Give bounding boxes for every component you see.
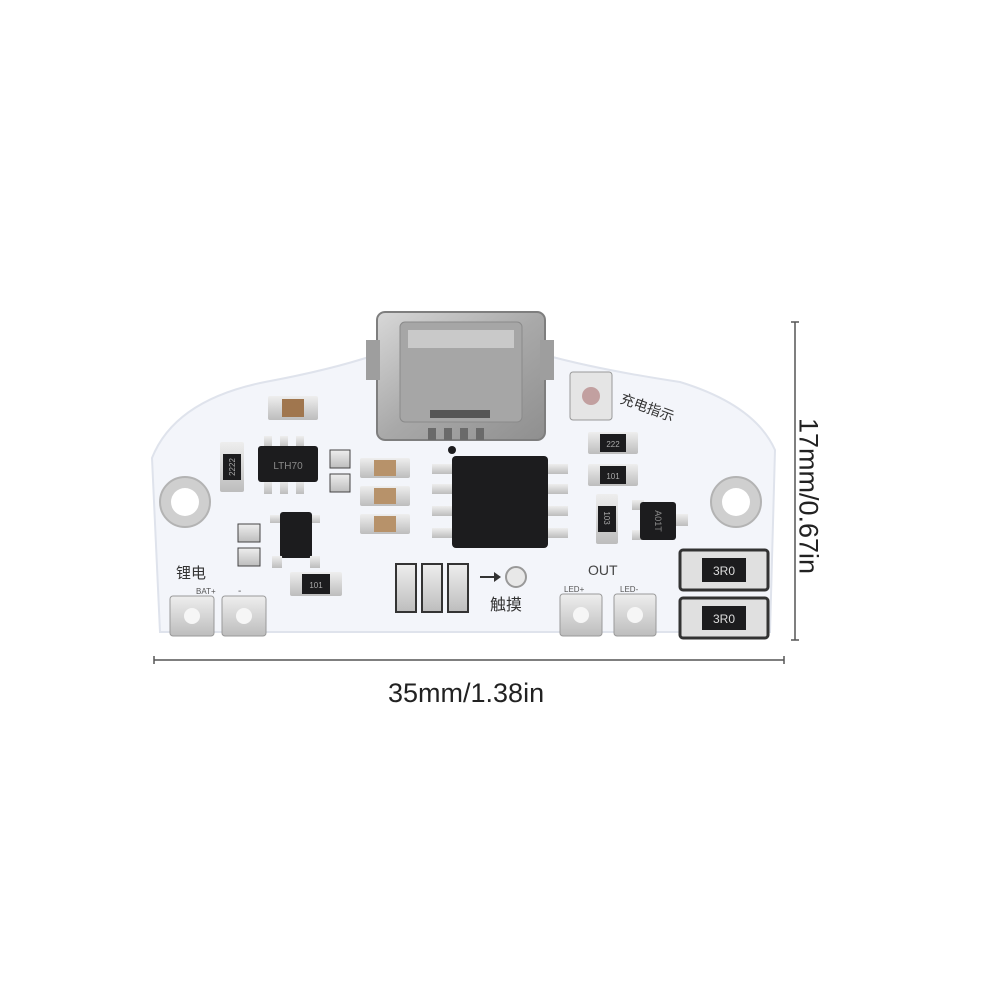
mount-hole-left [159,476,211,528]
rgb-led [569,371,613,421]
bat-minus-pad [221,595,267,637]
resistor-3r0-top: 3R0 [678,548,770,592]
passive-pads-left [237,449,351,567]
mount-hole-right [710,476,762,528]
silk-touch: 触摸 [490,595,522,614]
width-dimension-label: 35mm/1.38in [388,678,545,708]
height-dimension-line [791,321,799,641]
bat-plus-pad [169,595,215,637]
silk-out: OUT [588,562,618,578]
resistor-103: 103 [596,494,618,544]
resistor-101-right: 101 [588,464,638,486]
usb-c-connector [366,311,554,441]
resistor-2222-marking: 2222 [228,458,237,476]
touch-pad-via [505,566,527,588]
silk-bat-plus: BAT+ [196,587,216,596]
transistor-left [270,512,320,568]
resistor-3r0-bottom: 3R0 [678,596,770,640]
arrow-right-icon [480,572,501,582]
resistor-2222: 2222 [220,442,244,492]
main-ic-chip [432,446,568,548]
touch-contact-pads [395,563,469,613]
width-dimension-line [153,656,785,664]
resistor-222: 222 [588,432,638,454]
resistor-3r0-bottom-marking: 3R0 [713,612,735,626]
resistor-222-marking: 222 [606,440,620,449]
resistor-3r0-top-marking: 3R0 [713,564,735,578]
resistor-103-marking: 103 [602,511,611,525]
resistor-top-left [268,396,318,420]
ic-lth70: LTH70 [258,436,318,494]
capacitor-stack [360,458,410,534]
resistor-101-left-marking: 101 [309,581,323,590]
led-minus-pad [613,593,657,637]
height-dimension-label: 17mm/0.67in [793,417,824,575]
resistor-101-left: 101 [290,572,342,596]
mosfet-a01t: A01T [632,500,688,540]
silk-led-plus: LED+ [564,585,585,594]
resistor-101-right-marking: 101 [606,472,620,481]
silk-lithium: 锂电 [176,564,206,582]
led-plus-pad [559,593,603,637]
ic-lth-marking: LTH70 [273,461,303,472]
mosfet-marking: A01T [653,510,663,532]
silk-bat-minus: - [238,586,241,597]
silk-led-minus: LED- [620,585,639,594]
